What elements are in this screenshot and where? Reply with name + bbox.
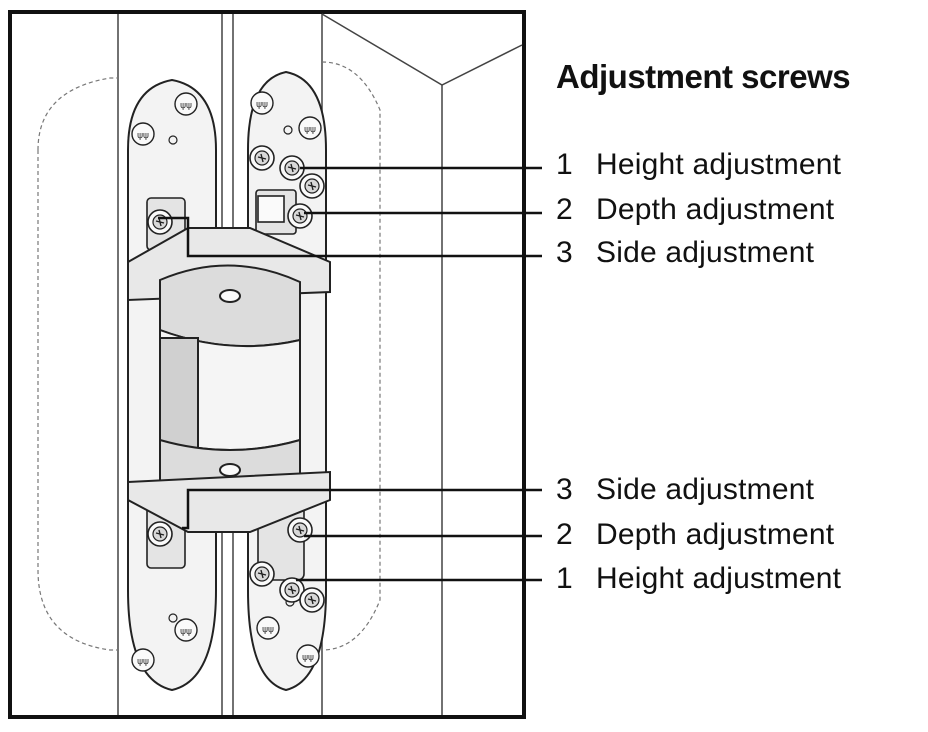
callout-top-depth: 2 Depth adjustment [556,193,834,227]
callout-number: 1 [556,562,573,595]
callout-number: 2 [556,193,573,226]
adjustment-screws [147,145,325,613]
callout-bottom-side: 3 Side adjustment [556,473,814,507]
callout-top-height: 1 Height adjustment [556,148,841,182]
leader-lines [158,166,542,582]
leader-line-bottom-3 [182,488,542,530]
callout-label: Height adjustment [596,562,842,595]
callout-top-side: 3 Side adjustment [556,236,814,270]
callout-number: 1 [556,148,573,181]
callout-bottom-depth: 2 Depth adjustment [556,518,834,552]
callout-label: Depth adjustment [596,518,835,551]
door-frame-lines [117,13,523,715]
callout-number: 3 [556,473,573,506]
callout-label: Depth adjustment [596,193,835,226]
callout-number: 3 [556,236,573,269]
callout-label: Height adjustment [596,148,842,181]
callout-number: 2 [556,518,573,551]
callout-label: Side adjustment [596,473,815,506]
diagram-title: Adjustment screws [556,58,851,95]
callout-label: Side adjustment [596,236,815,269]
mortise-outline [37,61,381,651]
hinge-body [127,227,331,533]
callout-bottom-height: 1 Height adjustment [556,562,841,596]
leader-line-top-3 [158,216,542,258]
